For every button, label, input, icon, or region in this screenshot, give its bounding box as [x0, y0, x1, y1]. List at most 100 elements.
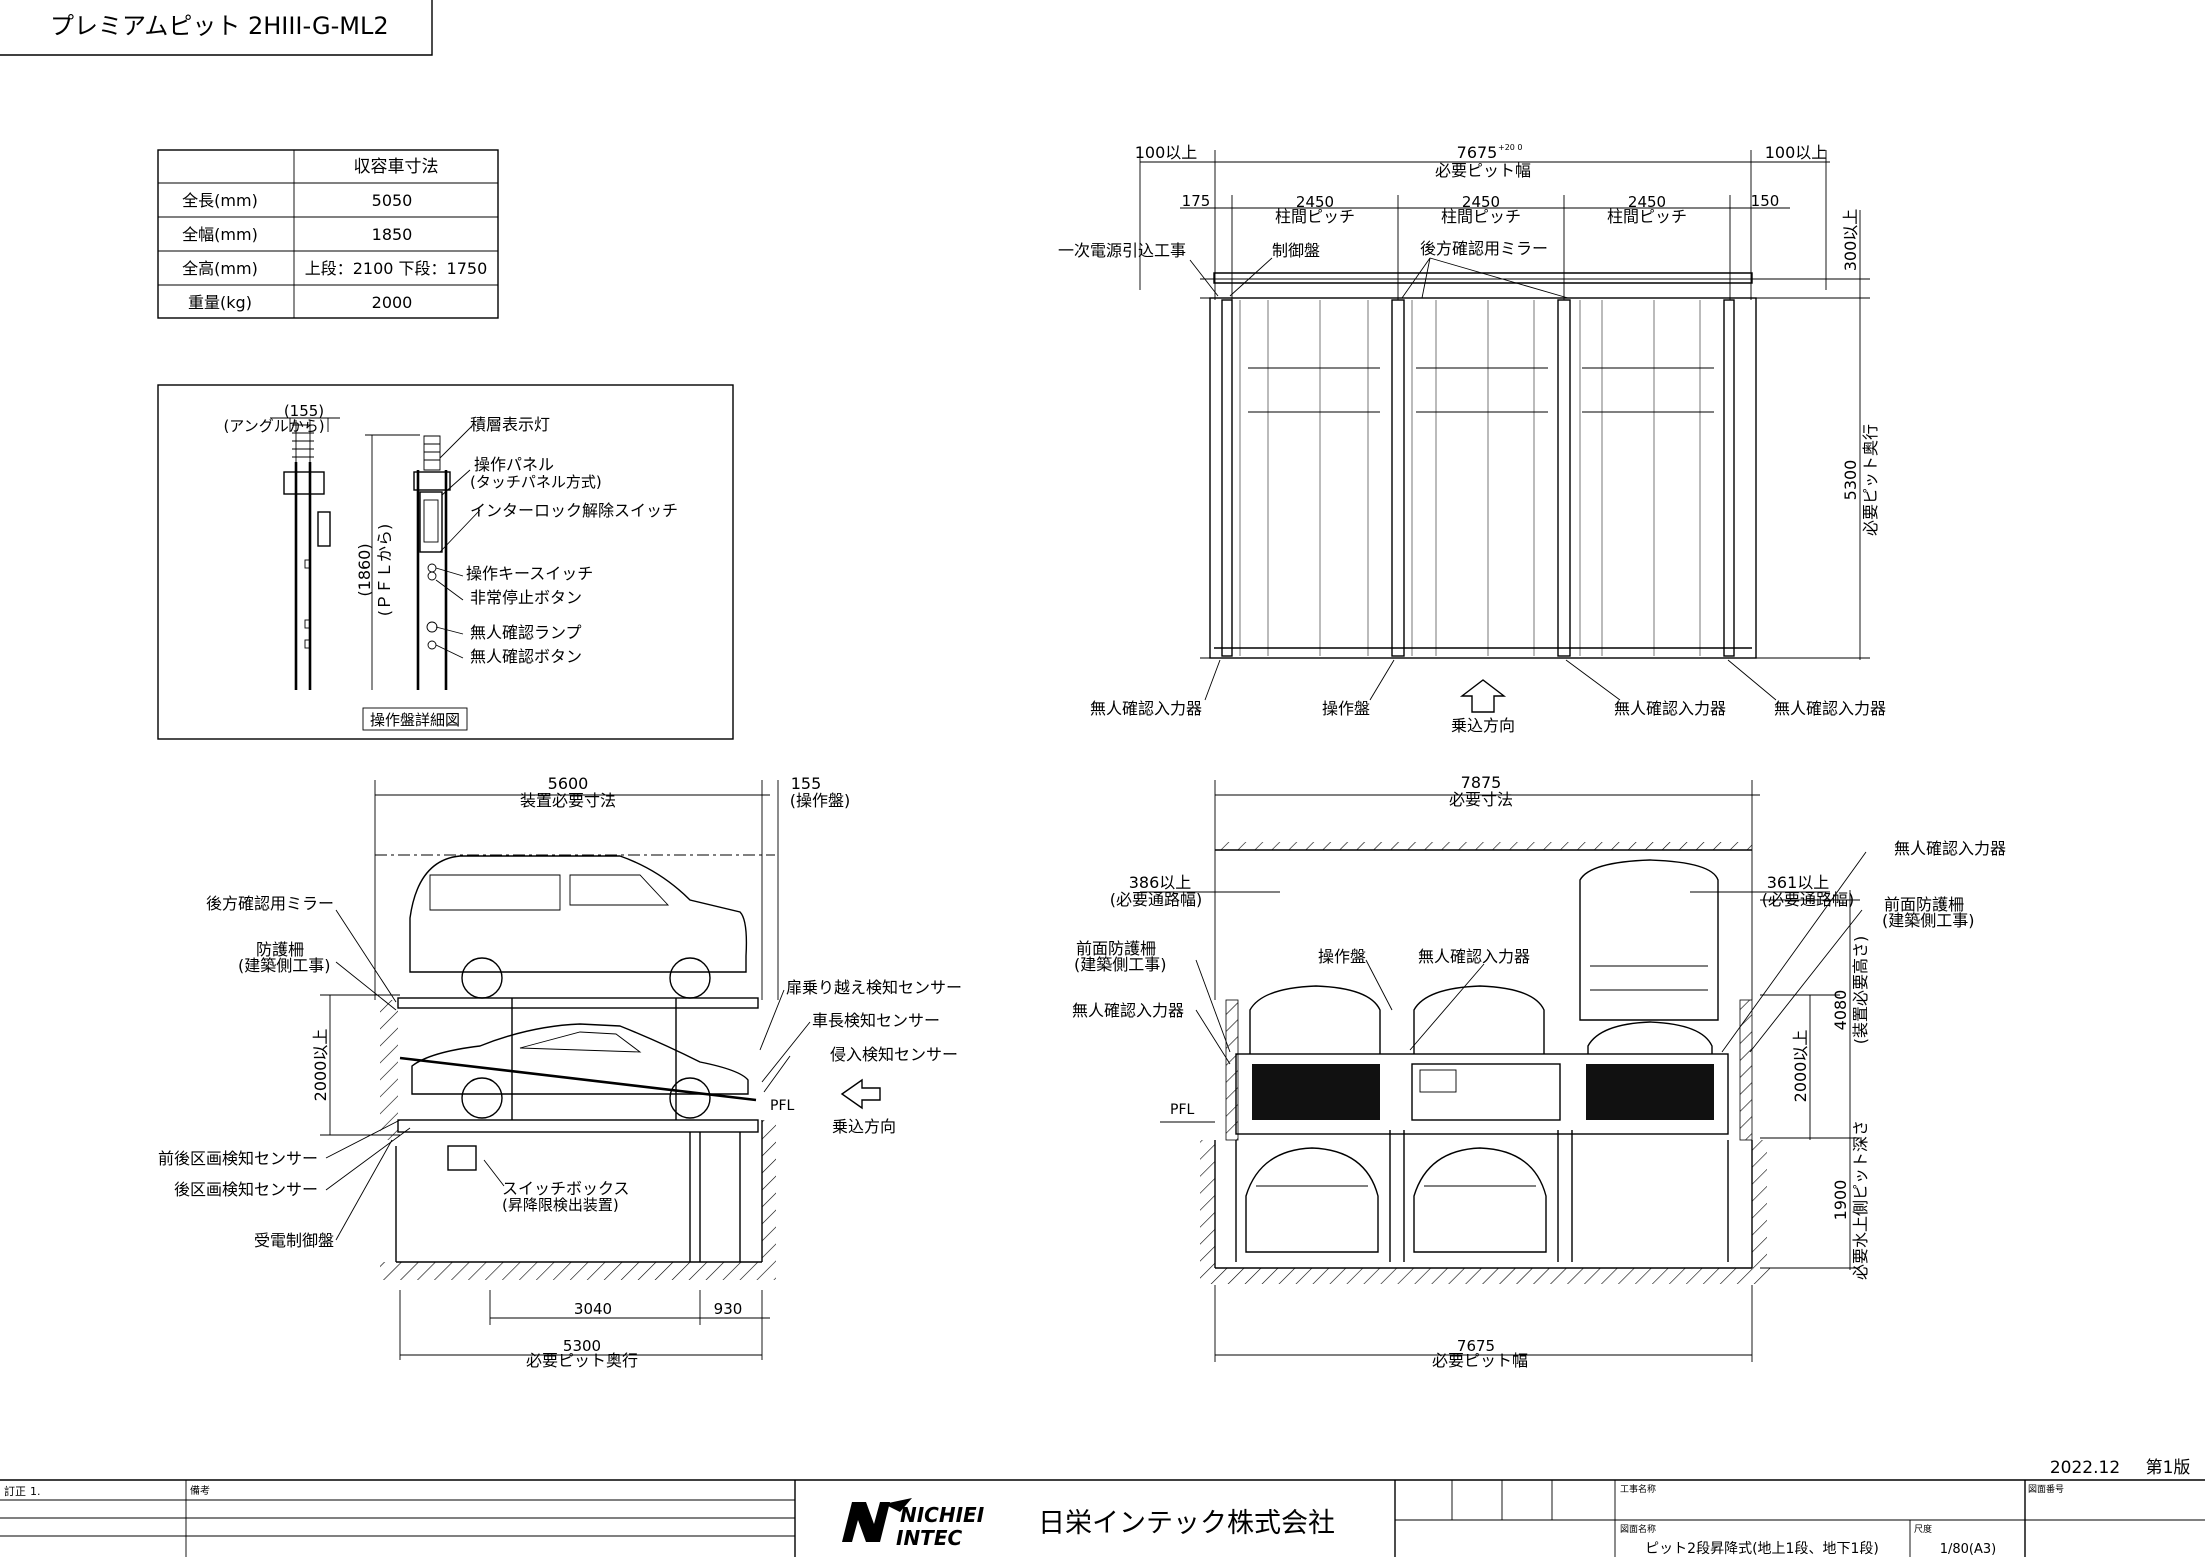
footer-logo-line2: INTEC — [896, 1526, 962, 1550]
panel-label: 操作パネル — [474, 455, 554, 474]
front-dim-386-label: (必要通路幅) — [1110, 890, 1203, 909]
front-label-sensor: 無人確認入力器 — [1072, 1001, 1184, 1020]
side-label-left: 前後区画検知センサー — [158, 1149, 318, 1168]
nichiei-logo-icon — [842, 1502, 890, 1542]
front-label-sensor: 無人確認入力器 — [1894, 839, 2006, 858]
plan-view: 100以上 100以上 7675 +20 0 必要ピット幅 175 150 24… — [1058, 143, 1886, 735]
plan-label-control: 制御盤 — [1272, 241, 1320, 260]
spec-table-header: 収容車寸法 — [354, 157, 439, 177]
panel-label: 非常停止ボタン — [470, 588, 582, 607]
side-label-right: 車長検知センサー — [812, 1011, 940, 1030]
plan-dim-total-label: 必要ピット幅 — [1435, 161, 1531, 180]
front-dim-361-label: (必要通路幅) — [1762, 890, 1855, 909]
spec-row-value: 上段：2100 下段：1750 — [305, 259, 488, 278]
side-label-left: (建築側工事) — [238, 956, 331, 975]
footer-logo-line1: NICHIEI — [900, 1503, 985, 1527]
spec-row-value: 5050 — [372, 191, 413, 210]
drawing-title: プレミアムピット 2HIII-G-ML2 — [50, 12, 389, 40]
front-label-fence: 前面防護柵 — [1076, 939, 1156, 958]
plan-label-mirror: 後方確認用ミラー — [1420, 239, 1548, 258]
footer-company-name: 日栄インテック株式会社 — [1038, 1508, 1335, 1539]
plan-dim-total-tolerance: +20 0 — [1498, 143, 1523, 152]
plan-pitch-value: 2450 — [1296, 193, 1334, 211]
footer-scale-label: 尺度 — [1914, 1523, 1932, 1535]
panel-label: 無人確認ランプ — [470, 623, 582, 642]
plan-dim-depth-label: 必要ピット奥行 — [1861, 424, 1880, 536]
panel-dim-top-note: (アングルから) — [223, 417, 324, 435]
plan-dim-total: 7675 — [1457, 143, 1498, 162]
front-dim-2000: 2000以上 — [1791, 1030, 1810, 1103]
front-label-sensor: 無人確認入力器 — [1418, 947, 1530, 966]
footer-drawing-label: 図面名称 — [1620, 1523, 1656, 1535]
footer-drawing-no-label: 図面番号 — [2028, 1483, 2064, 1495]
side-entry: 乗込方向 — [832, 1117, 896, 1136]
panel-dim-height-note: (ＰＦＬから) — [375, 524, 394, 617]
spec-row-label: 重量(kg) — [188, 293, 252, 312]
panel-detail: (155) (アングルから) (1860) (ＰＦＬから) 積層表示灯 操作パネ… — [157, 384, 734, 740]
side-dim-5600: 5600 — [548, 774, 589, 793]
side-label-right: 侵入検知センサー — [830, 1045, 958, 1064]
plan-pitch-label: 柱間ピッチ — [1275, 207, 1355, 226]
side-label-left: 後区画検知センサー — [174, 1180, 318, 1199]
spec-table: 収容車寸法 全長(mm) 5050 全幅(mm) 1850 全高(mm) 上段：… — [157, 149, 499, 319]
footer-scale-value: 1/80(A3) — [1940, 1542, 1997, 1557]
spec-row-label: 全長(mm) — [182, 191, 258, 210]
side-dim-3040: 3040 — [574, 1300, 612, 1318]
plan-pitch-label: 柱間ピッチ — [1441, 207, 1521, 226]
spec-row-label: 全高(mm) — [182, 259, 258, 278]
footer-revision-no: 1. — [30, 1485, 41, 1498]
side-dim-930: 930 — [714, 1300, 743, 1318]
panel-label: 積層表示灯 — [470, 415, 550, 434]
footer-date: 2022.12 — [2050, 1458, 2120, 1478]
entry-arrow-icon — [840, 1078, 881, 1110]
panel-label: 無人確認ボタン — [470, 647, 582, 666]
footer-notes-label: 備考 — [190, 1484, 210, 1497]
plan-dim-300: 300以上 — [1841, 209, 1860, 272]
side-dim-2000: 2000以上 — [311, 1029, 330, 1102]
side-dim-5300: 5300 — [563, 1337, 601, 1355]
panel-label: 操作キースイッチ — [466, 564, 593, 583]
front-dim-1900-label: 必要水上側ピット深さ — [1851, 1120, 1870, 1280]
front-dim-7875: 7875 — [1461, 773, 1502, 792]
footer-drawing-name: ピット2段昇降式(地上1段、地下1段) — [1645, 1541, 1879, 1557]
panel-dim-top: (155) — [284, 402, 324, 420]
front-pfl: PFL — [1170, 1102, 1194, 1118]
spec-row-value: 1850 — [372, 225, 413, 244]
entry-arrow-icon — [1459, 679, 1507, 713]
front-dim-361: 361以上 — [1767, 873, 1830, 892]
side-dim-5300-label: 必要ピット奥行 — [526, 1351, 638, 1370]
spec-row-label: 全幅(mm) — [182, 225, 258, 244]
front-label-fence: 前面防護柵 — [1884, 895, 1964, 914]
plan-dim-100-left: 100以上 — [1135, 143, 1198, 162]
plan-label-power: 一次電源引込工事 — [1058, 241, 1186, 260]
footer-revision-label: 訂正 — [4, 1484, 26, 1498]
plan-label-sensor: 無人確認入力器 — [1774, 699, 1886, 718]
front-dim-7675: 7675 — [1457, 1337, 1495, 1355]
front-label-panel: 操作盤 — [1318, 947, 1366, 966]
front-dim-7875-label: 必要寸法 — [1449, 790, 1513, 809]
panel-dim-height: (1860) — [355, 543, 374, 596]
plan-dim-depth: 5300 — [1841, 460, 1860, 501]
plan-dim-100-right: 100以上 — [1765, 143, 1828, 162]
side-dim-5600-label: 装置必要寸法 — [520, 791, 616, 810]
panel-detail-title: 操作盤詳細図 — [370, 711, 460, 729]
front-view: 7875 必要寸法 386以上 (必要通路幅) 361以上 (必要通路幅) — [1072, 773, 2006, 1370]
side-switch-box-note: (昇降限検出装置) — [502, 1196, 619, 1214]
side-switch-box: スイッチボックス — [502, 1179, 630, 1198]
plan-label-sensor: 無人確認入力器 — [1614, 699, 1726, 718]
side-label-left: 後方確認用ミラー — [206, 894, 334, 913]
front-label-fence-note: (建築側工事) — [1074, 955, 1167, 974]
side-label-right: 扉乗り越え検知センサー — [786, 978, 962, 997]
plan-pitch-value: 2450 — [1628, 193, 1666, 211]
plan-label-panel: 操作盤 — [1322, 699, 1370, 718]
side-label-left: 防護柵 — [256, 940, 304, 959]
front-dim-4080-label: (装置必要高さ) — [1851, 936, 1870, 1045]
footer-project-label: 工事名称 — [1620, 1483, 1656, 1495]
side-label-left: 受電制御盤 — [254, 1231, 334, 1250]
side-view: 5600 装置必要寸法 155 (操作盤) — [158, 774, 962, 1370]
side-dim-155-label: (操作盤) — [790, 791, 851, 810]
front-dim-386: 386以上 — [1129, 873, 1192, 892]
front-dim-7675-label: 必要ピット幅 — [1432, 1351, 1528, 1370]
side-pfl: PFL — [770, 1098, 794, 1114]
title-block: 2022.12 第1版 訂正 1. 備考 NICHIEI INTEC 日栄インテ… — [0, 1458, 2205, 1557]
